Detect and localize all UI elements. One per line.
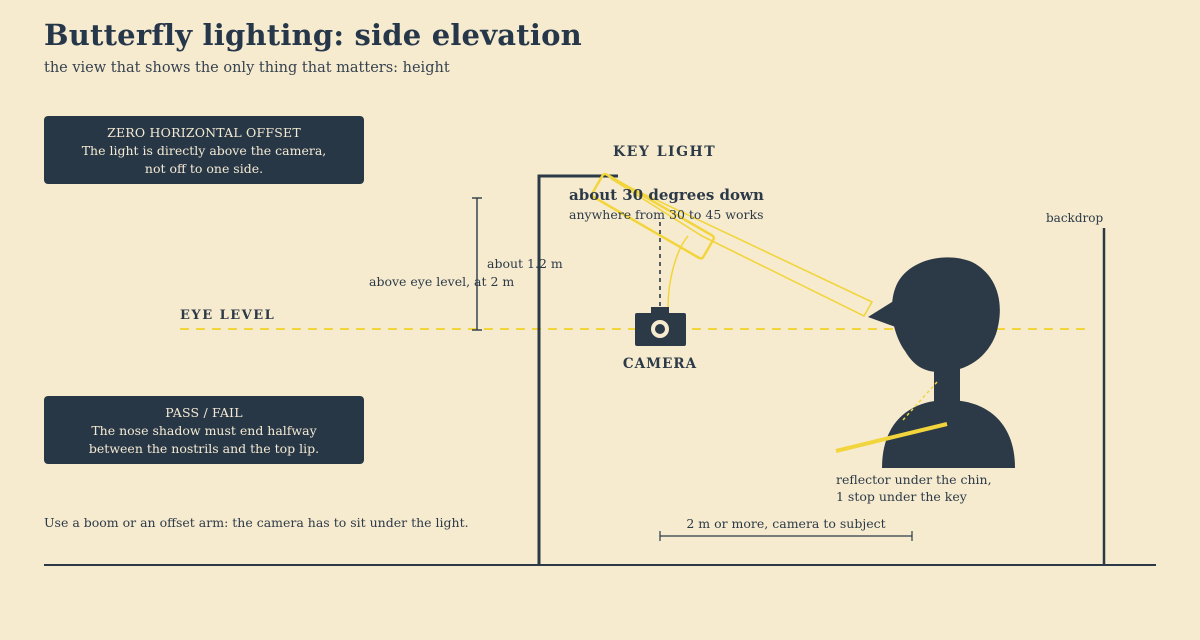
camera-label: CAMERA: [623, 356, 697, 372]
distance-label: 2 m or more, camera to subject: [686, 516, 885, 531]
callout-pass-fail-body: The nose shadow must end halfway between…: [88, 423, 320, 456]
angle-sub-label: anywhere from 30 to 45 works: [569, 207, 763, 222]
callout-zero-offset-heading: ZERO HORIZONTAL OFFSET: [107, 125, 301, 140]
callout-pass-fail-heading: PASS / FAIL: [165, 405, 243, 420]
subject-silhouette: [868, 257, 1015, 468]
light-height-label: above eye level, at 2 m: [369, 274, 514, 289]
camera-icon: [635, 307, 686, 346]
eye-level-label: EYE LEVEL: [180, 308, 275, 323]
backdrop-label: backdrop: [1046, 211, 1103, 225]
key-light-label: KEY LIGHT: [613, 144, 716, 160]
reflector-label-line1: reflector under the chin,: [836, 472, 992, 487]
reflector: [835, 422, 948, 453]
key-light-softbox: [590, 172, 716, 260]
light-beam: [609, 177, 874, 318]
light-cable: [667, 235, 689, 309]
page-title: Butterfly lighting: side elevation: [44, 18, 582, 52]
reflector-label-line2: 1 stop under the key: [836, 489, 968, 504]
boom-note: Use a boom or an offset arm: the camera …: [44, 515, 469, 530]
height-offset-label: about 1.2 m: [487, 256, 563, 271]
page-subtitle: the view that shows the only thing that …: [44, 60, 450, 76]
angle-main-label: about 30 degrees down: [569, 186, 764, 204]
callout-zero-offset-body: The light is directly above the camera, …: [81, 143, 327, 176]
callout-zero-offset: ZERO HORIZONTAL OFFSET The light is dire…: [44, 116, 364, 184]
light-stand: [537, 174, 618, 565]
callout-pass-fail: PASS / FAIL The nose shadow must end hal…: [44, 396, 364, 464]
reflector-bounce: [902, 381, 938, 421]
